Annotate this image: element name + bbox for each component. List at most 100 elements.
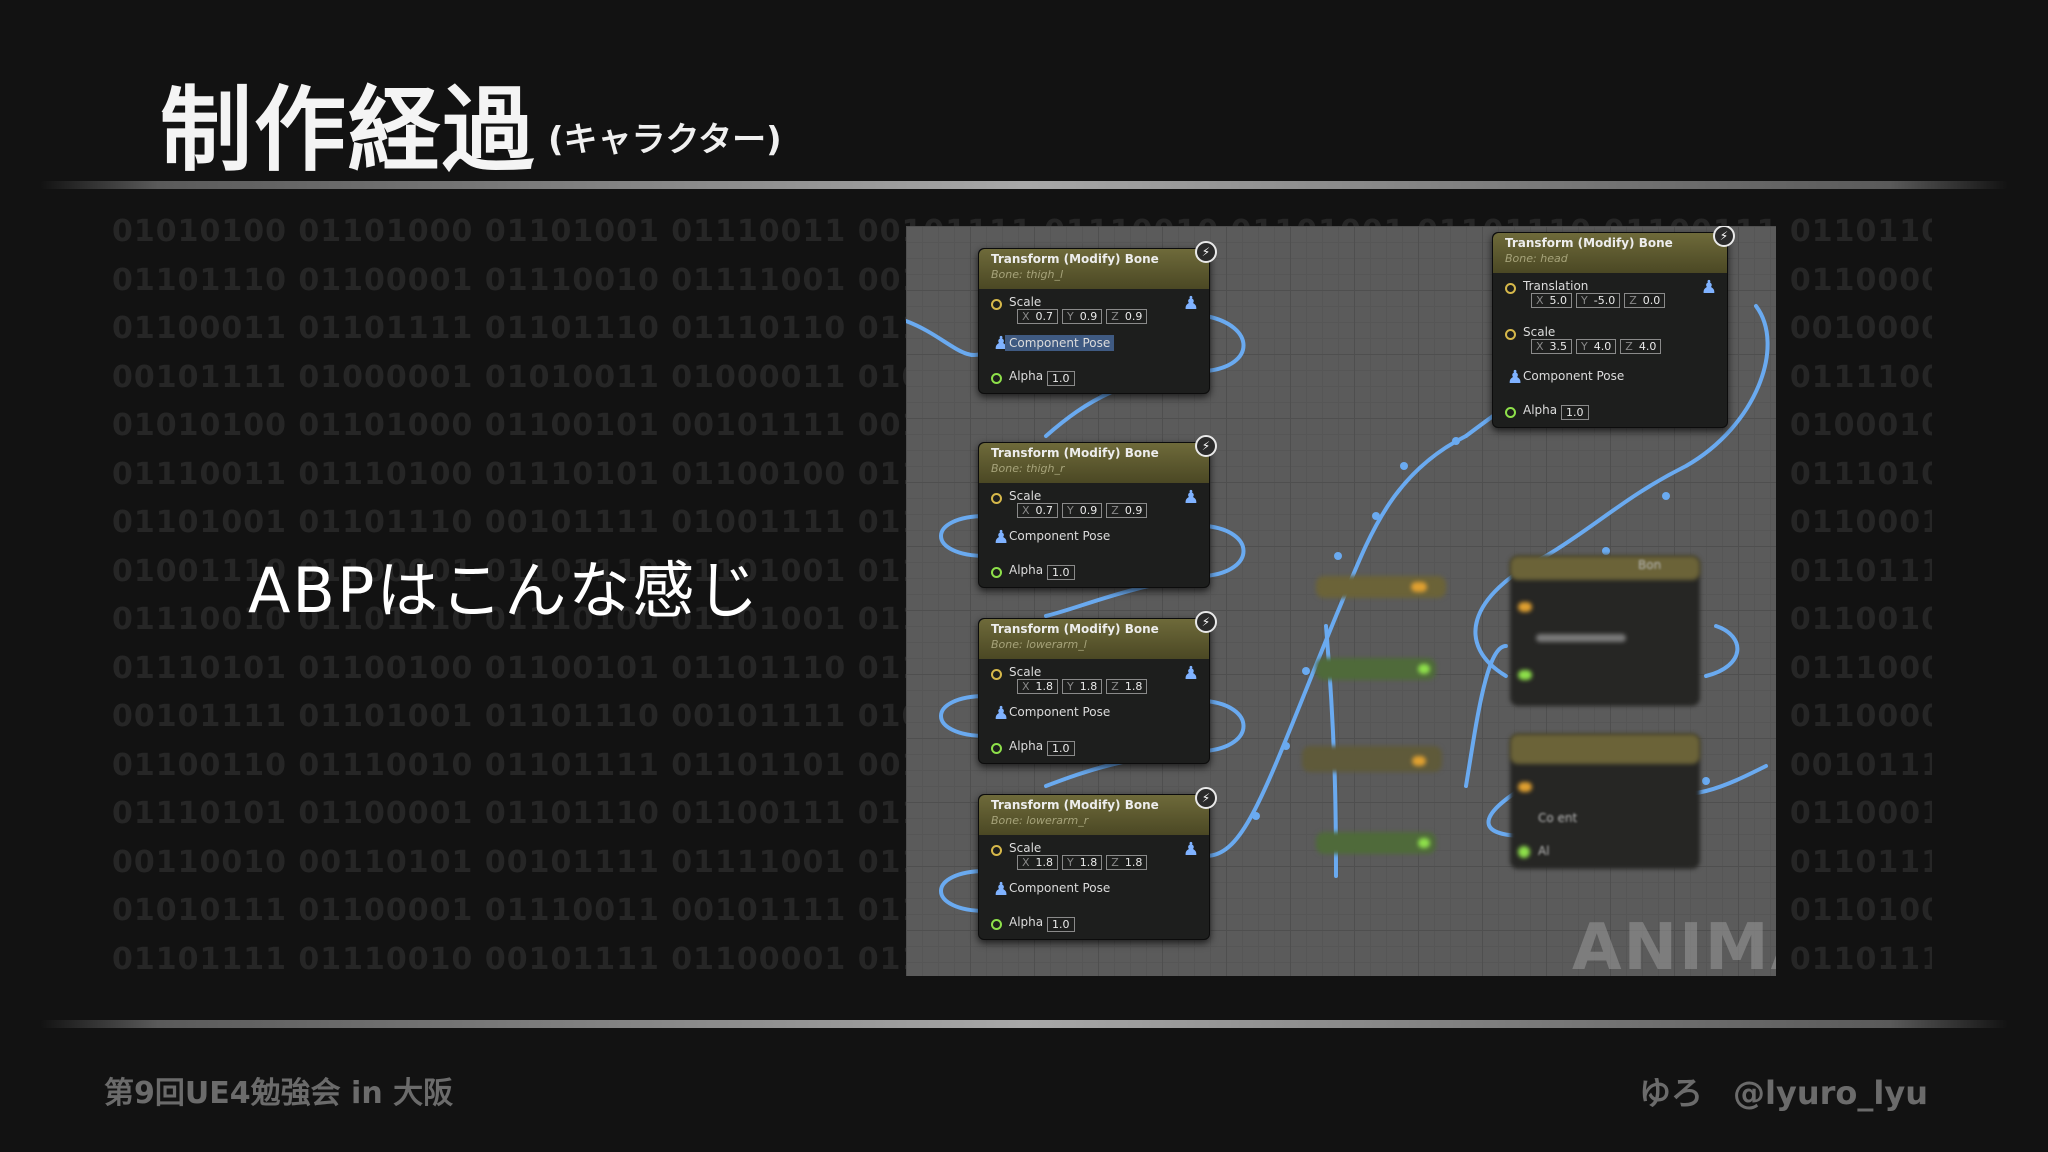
float-pin-icon[interactable] xyxy=(991,567,1002,578)
scale-label: Scale xyxy=(1009,665,1042,679)
blueprint-graph-panel[interactable]: Transform (Modify) Bone Bone: thigh_l ⚡ … xyxy=(906,226,1776,976)
scale-label: Scale xyxy=(1009,295,1042,309)
bottom-divider xyxy=(40,1020,2008,1028)
exec-icon[interactable]: ⚡ xyxy=(1195,611,1217,633)
alpha-field[interactable]: 1.0 xyxy=(1047,741,1075,756)
transform-bone-node-head[interactable]: Transform (Modify) Bone Bone: head ⚡ Tra… xyxy=(1492,226,1735,428)
footer-handle: @lyuro_lyu xyxy=(1733,1074,1928,1112)
blurred-blend-node xyxy=(1510,556,1700,706)
pose-output-pin-icon[interactable]: ♟ xyxy=(1182,293,1199,314)
alpha-field[interactable]: 1.0 xyxy=(1561,405,1589,420)
node-title: Transform (Modify) Bone xyxy=(1505,236,1673,250)
node-bone: Bone: lowerarm_r xyxy=(991,814,1089,827)
scale-label: Scale xyxy=(1523,325,1556,339)
vector-pin-icon[interactable] xyxy=(1505,283,1516,294)
alpha-field[interactable]: 1.0 xyxy=(1047,917,1075,932)
pose-input-pin-icon[interactable]: ♟ xyxy=(993,527,1010,548)
blurred-node-header xyxy=(1510,734,1700,764)
alpha-row: Alpha 1.0 xyxy=(979,909,1209,939)
pose-output-pin-icon[interactable]: ♟ xyxy=(1700,277,1717,298)
transform-bone-node-thigh-r[interactable]: Transform (Modify) Bone Bone: thigh_r ⚡ … xyxy=(978,435,1217,588)
translation-label: Translation xyxy=(1523,279,1589,293)
component-pose-label: Component Pose xyxy=(1009,705,1111,719)
exec-icon[interactable]: ⚡ xyxy=(1195,435,1217,457)
float-pin-icon[interactable] xyxy=(991,743,1002,754)
blurred-alpha-label: Al xyxy=(1538,844,1550,858)
float-pin-icon[interactable] xyxy=(1505,407,1516,418)
vector-pin-icon[interactable] xyxy=(991,299,1002,310)
vector-pin-icon[interactable] xyxy=(991,845,1002,856)
node-header: Transform (Modify) Bone Bone: thigh_r xyxy=(979,443,1209,483)
blurred-bone-label: Bon xyxy=(1638,558,1662,572)
blurred-pin xyxy=(1418,664,1430,674)
component-pose-label: Component Pose xyxy=(1005,335,1115,351)
pose-input-pin-icon[interactable]: ♟ xyxy=(993,703,1010,724)
node-bone: Bone: lowerarm_l xyxy=(991,638,1087,651)
node-bone: Bone: thigh_r xyxy=(991,462,1065,475)
blurred-row xyxy=(1536,634,1626,642)
alpha-field[interactable]: 1.0 xyxy=(1047,565,1075,580)
pose-output-pin-icon[interactable]: ♟ xyxy=(1182,839,1199,860)
pose-output-pin-icon[interactable]: ♟ xyxy=(1182,663,1199,684)
translation-y-field[interactable]: Y-5.0 xyxy=(1576,293,1621,308)
alpha-row: Alpha 1.0 xyxy=(1493,397,1727,427)
vector-pin-icon[interactable] xyxy=(1505,329,1516,340)
transform-bone-node-thigh-l[interactable]: Transform (Modify) Bone Bone: thigh_l ⚡ … xyxy=(978,241,1217,394)
node-title: Transform (Modify) Bone xyxy=(991,798,1159,812)
vector-pin-icon[interactable] xyxy=(991,669,1002,680)
footer-event-name: 第9回UE4勉強会 in 大阪 xyxy=(104,1076,454,1111)
float-pin-icon[interactable] xyxy=(991,919,1002,930)
pose-input-pin-icon[interactable]: ♟ xyxy=(1507,367,1524,388)
transform-bone-node-lowerarm-l[interactable]: Transform (Modify) Bone Bone: lowerarm_l… xyxy=(978,611,1217,764)
alpha-field[interactable]: 1.0 xyxy=(1047,371,1075,386)
node-header: Transform (Modify) Bone Bone: lowerarm_l xyxy=(979,619,1209,659)
component-pose-row: ♟ Component Pose xyxy=(979,875,1209,909)
transform-bone-node-lowerarm-r[interactable]: Transform (Modify) Bone Bone: lowerarm_r… xyxy=(978,787,1217,940)
slide-caption: ABPはこんな感じ xyxy=(248,554,761,627)
component-pose-row: ♟ Component Pose xyxy=(979,523,1209,557)
scale-label: Scale xyxy=(1009,841,1042,855)
node-title: Transform (Modify) Bone xyxy=(991,252,1159,266)
node-header: Transform (Modify) Bone Bone: head xyxy=(1493,233,1727,273)
blurred-variable-node xyxy=(1316,658,1436,680)
pose-input-pin-icon[interactable]: ♟ xyxy=(993,879,1010,900)
node-header: Transform (Modify) Bone Bone: lowerarm_r xyxy=(979,795,1209,835)
alpha-label: Alpha xyxy=(1009,563,1044,577)
exec-icon[interactable]: ⚡ xyxy=(1713,226,1735,247)
blurred-pin xyxy=(1518,670,1532,680)
component-pose-row: ♟ Component Pose xyxy=(979,329,1209,363)
component-pose-label: Component Pose xyxy=(1009,881,1111,895)
vector-pin-icon[interactable] xyxy=(991,493,1002,504)
exec-icon[interactable]: ⚡ xyxy=(1195,241,1217,263)
alpha-row: Alpha 1.0 xyxy=(979,733,1209,763)
slide-subtitle: (キャラクター) xyxy=(548,120,782,160)
pose-output-pin-icon[interactable]: ♟ xyxy=(1182,487,1199,508)
exec-icon[interactable]: ⚡ xyxy=(1195,787,1217,809)
alpha-label: Alpha xyxy=(1009,739,1044,753)
float-pin-icon[interactable] xyxy=(991,373,1002,384)
anim-blueprint-watermark: ANIMA xyxy=(1572,911,1776,976)
